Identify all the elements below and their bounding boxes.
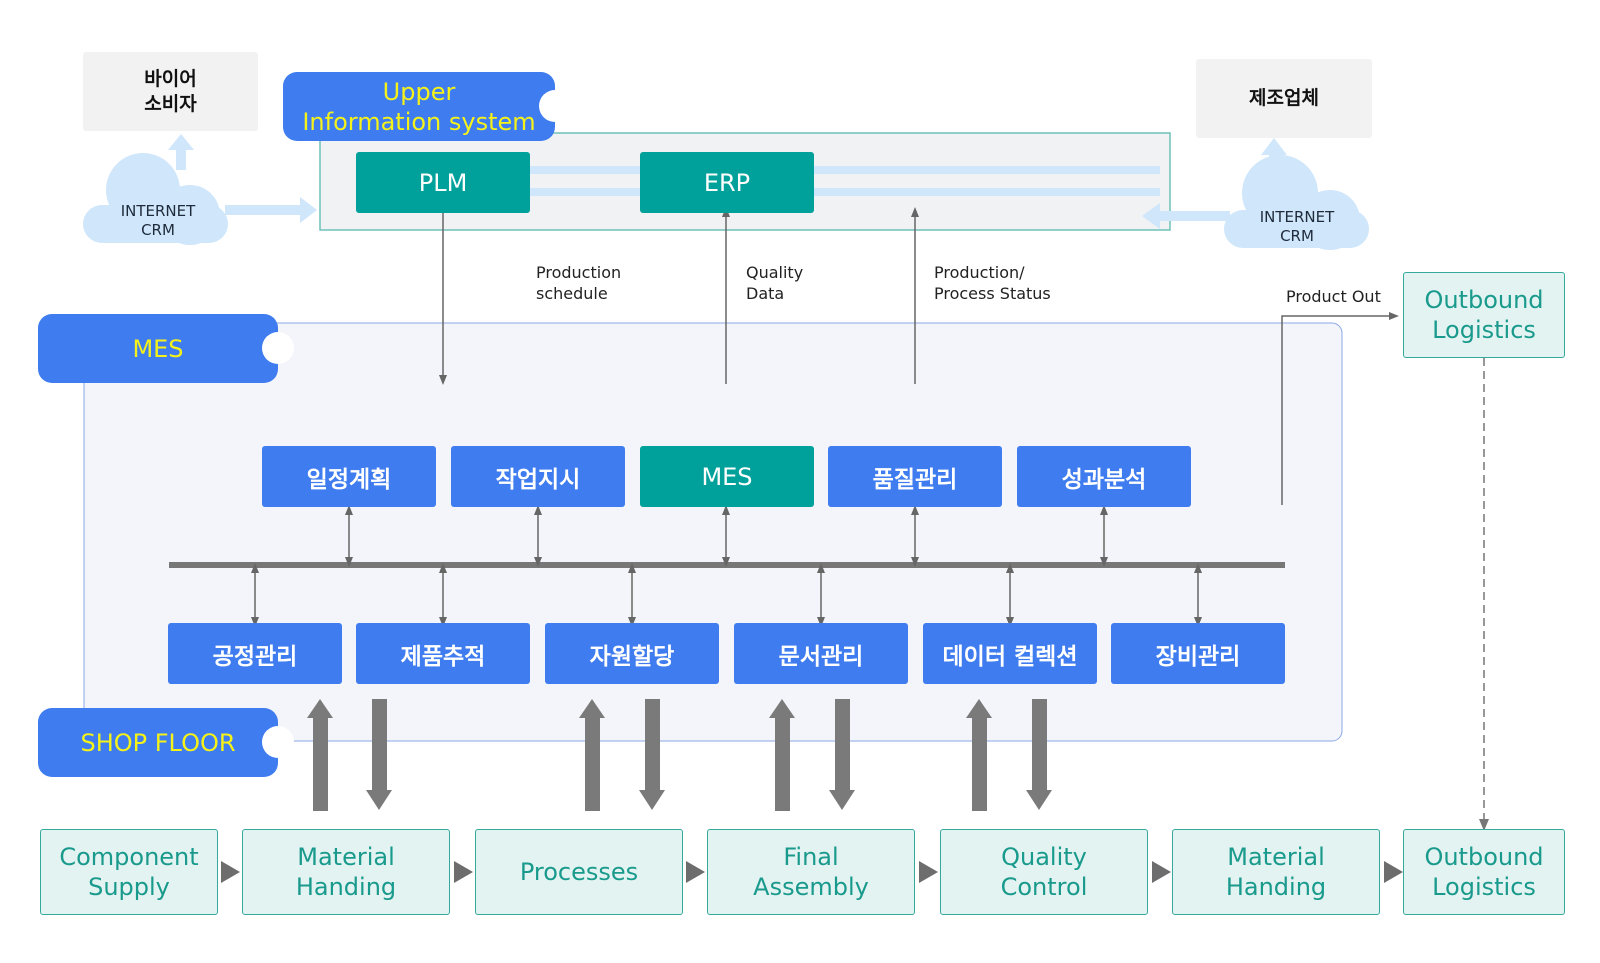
module-product-tracking: 제품추적	[356, 623, 530, 684]
buyer-box: 바이어 소비자	[83, 52, 258, 131]
cloud-up-arrow-left	[176, 145, 186, 170]
module-process-management: 공정관리	[168, 623, 342, 684]
label-process-status: Production/ Process Status	[934, 263, 1051, 305]
thick-up-arrow	[769, 699, 795, 811]
module-work-order: 작업지시	[451, 446, 625, 507]
system-link-bar	[813, 166, 1160, 174]
system-link-bar	[530, 188, 640, 196]
cloud-left-shape	[83, 153, 228, 245]
flow-line1: Outbound	[1424, 843, 1544, 871]
module-document-management: 문서관리	[734, 623, 908, 684]
flow-material-handing-1: Material Handing	[242, 829, 450, 915]
mes-tag: MES	[38, 314, 278, 383]
flow-line1: Material	[297, 843, 395, 871]
label-line: Process Status	[934, 283, 1051, 303]
thick-up-arrow	[966, 699, 992, 811]
arrow-product-out	[1281, 312, 1399, 505]
flow-line1: Processes	[519, 858, 639, 886]
erp-box: ERP	[640, 152, 814, 213]
cloud-right-line1: INTERNET	[1259, 207, 1335, 226]
flow-line2: Supply	[88, 873, 170, 901]
label-line: Production/	[934, 263, 1025, 282]
thick-down-arrow	[1026, 699, 1052, 810]
cloud-right-line2: CRM	[1280, 227, 1314, 245]
module-equipment-management: 장비관리	[1111, 623, 1285, 684]
flow-line2: Control	[1000, 873, 1088, 901]
cloud-up-arrow-right	[1269, 150, 1279, 180]
outbound-top-line1: Outbound	[1424, 286, 1544, 314]
plm-box: PLM	[356, 152, 530, 213]
module-performance-analysis: 성과분석	[1017, 446, 1191, 507]
flow-arrow	[221, 861, 240, 883]
module-resource-allocation: 자원할당	[545, 623, 719, 684]
cloud-arrow-left-right	[225, 205, 305, 215]
cloud-up-arrow-right-head	[1261, 138, 1287, 155]
flow-line2: Handing	[295, 873, 397, 901]
system-link-bar	[530, 166, 640, 174]
mes-bus	[169, 562, 1285, 568]
cloud-up-arrow-left-head	[168, 134, 194, 150]
module-schedule-planning: 일정계획	[262, 446, 436, 507]
shopfloor-tag-notch	[262, 726, 294, 758]
cloud-right-label: INTERNET CRM	[1232, 206, 1362, 248]
label-line: Quality	[746, 263, 804, 282]
thick-down-arrow	[639, 699, 665, 810]
flow-line2: Assembly	[753, 873, 869, 901]
label-line: schedule	[536, 283, 608, 303]
flow-processes: Processes	[475, 829, 683, 915]
outbound-top-line2: Logistics	[1432, 316, 1536, 344]
thick-down-arrow	[829, 699, 855, 810]
module-data-collection: 데이터 컬렉션	[923, 623, 1097, 684]
thick-up-arrow	[307, 699, 333, 811]
flow-line2: Logistics	[1432, 873, 1536, 901]
upper-tag-line2: Information system	[302, 107, 536, 136]
outbound-logistics-top: Outbound Logistics	[1403, 272, 1565, 358]
flow-line1: Component	[59, 843, 199, 871]
buyer-line2: 소비자	[144, 92, 197, 115]
flow-line1: Quality	[1001, 843, 1087, 871]
cloud-right-shape	[1224, 155, 1369, 250]
flow-line1: Final	[783, 843, 839, 871]
flow-material-handing-2: Material Handing	[1172, 829, 1380, 915]
module-mes: MES	[640, 446, 814, 507]
module-quality-management: 품질관리	[828, 446, 1002, 507]
upper-tag-line1: Upper	[382, 77, 456, 106]
flow-quality-control: Quality Control	[940, 829, 1148, 915]
label-product-out: Product Out	[1286, 287, 1381, 306]
shopfloor-tag: SHOP FLOOR	[38, 708, 278, 777]
flow-arrow	[686, 861, 705, 883]
cloud-left-line2: CRM	[141, 221, 175, 239]
flow-line1: Material	[1227, 843, 1325, 871]
manufacturer-box: 제조업체	[1196, 59, 1372, 138]
flow-final-assembly: Final Assembly	[707, 829, 915, 915]
thick-up-arrow	[579, 699, 605, 811]
label-line: Production	[536, 263, 622, 282]
upper-info-tag: Upper Information system	[283, 72, 571, 141]
cloud-arrow-right-left-head	[1142, 203, 1160, 229]
mes-tag-notch	[262, 332, 294, 364]
label-production-schedule: Production schedule	[536, 263, 621, 305]
flow-arrow	[454, 861, 473, 883]
cloud-arrow-right-left	[1155, 211, 1230, 221]
flow-arrow	[1384, 861, 1403, 883]
buyer-line1: 바이어	[144, 67, 197, 90]
system-link-bar	[813, 188, 1160, 196]
flow-line2: Handing	[1225, 873, 1327, 901]
label-line: Data	[746, 283, 785, 303]
thick-down-arrow	[366, 699, 392, 810]
cloud-left-line1: INTERNET	[120, 201, 196, 220]
flow-outbound-logistics: Outbound Logistics	[1403, 829, 1565, 915]
cloud-arrow-left-right-head	[300, 197, 317, 223]
cloud-left-label: INTERNET CRM	[93, 200, 223, 242]
label-quality-data: Quality Data	[746, 263, 803, 305]
flow-arrow	[1152, 861, 1171, 883]
flow-arrow	[919, 861, 938, 883]
flow-component-supply: Component Supply	[40, 829, 218, 915]
